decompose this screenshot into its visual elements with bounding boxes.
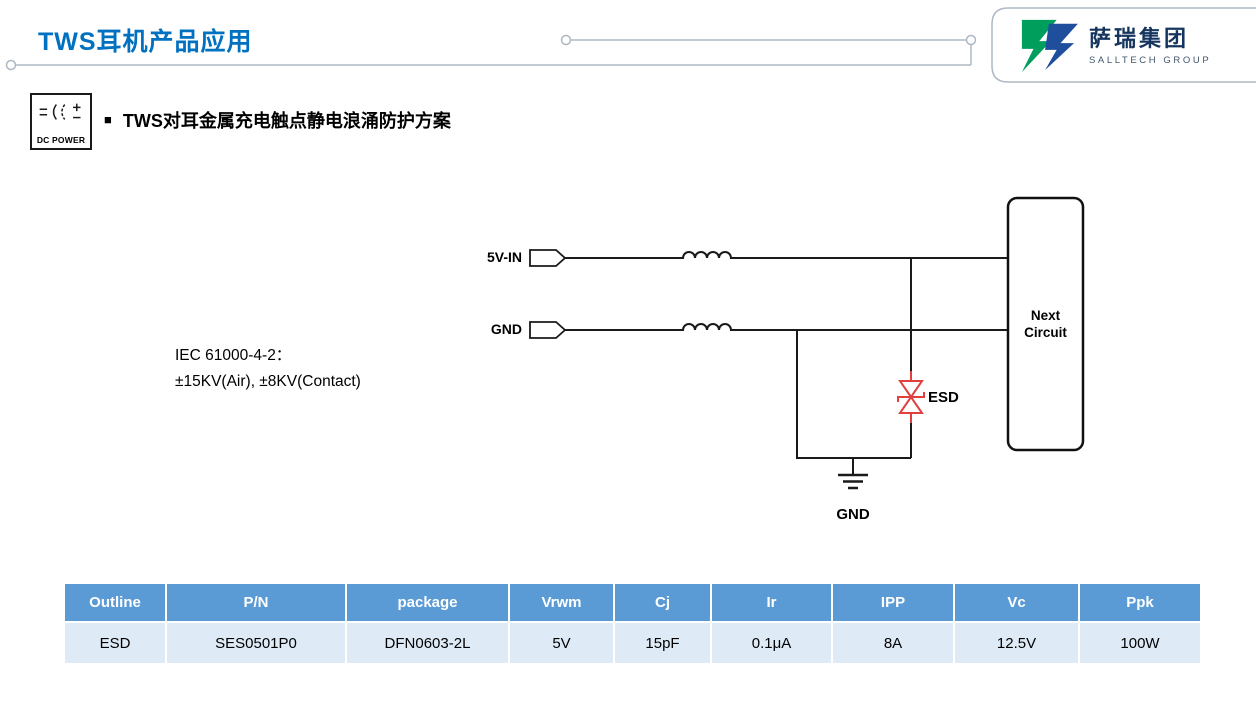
dc-power-icon (39, 103, 81, 120)
label-gnd-bottom: GND (836, 506, 870, 523)
cell-ir: 0.1μA (710, 621, 833, 665)
col-header-ppk: Ppk (1078, 582, 1202, 623)
col-header-cj: Cj (613, 582, 712, 623)
label-5v-in: 5V-IN (486, 249, 522, 265)
next-circuit-line2: Circuit (1024, 325, 1067, 340)
page-title: TWS耳机产品应用 (38, 28, 253, 56)
iec-rating-note: IEC 61000-4-2： ±15KV(Air), ±8KV(Contact) (175, 343, 361, 395)
table-row: ESD SES0501P0 DFN0603-2L 5V 15pF 0.1μA 8… (63, 621, 1202, 665)
col-header-outline: Outline (63, 582, 167, 623)
logo-company-subtitle: SALLTECH GROUP (1089, 55, 1212, 66)
cell-pn: SES0501P0 (165, 621, 347, 665)
next-circuit-box (1006, 196, 1085, 452)
cell-vrwm: 5V (508, 621, 615, 665)
cell-vc: 12.5V (953, 621, 1080, 665)
section-heading-text: TWS对耳金属充电触点静电浪涌防护方案 (122, 111, 451, 131)
col-header-vc: Vc (953, 582, 1080, 623)
bullet-square-icon: ■ (104, 112, 112, 127)
cell-outline: ESD (63, 621, 167, 665)
table-header-row: Outline P/N package Vrwm Cj Ir IPP Vc Pp… (63, 582, 1202, 623)
label-gnd-input: GND (490, 321, 522, 337)
salltech-logo-icon (1021, 19, 1078, 73)
label-esd: ESD (928, 389, 959, 406)
iec-levels-line: ±15KV(Air), ±8KV(Contact) (175, 373, 361, 390)
cell-ipp: 8A (831, 621, 955, 665)
logo-company-name: 萨瑞集团 (1089, 26, 1190, 51)
ground-symbol (838, 473, 868, 490)
logo-text: 萨瑞集团 SALLTECH GROUP (1089, 26, 1211, 66)
tvs-diode-symbol (897, 371, 925, 423)
wire-gnd-with-inductor (565, 323, 1008, 331)
input-pad-5v-icon (529, 249, 567, 267)
deco-node-circle (965, 34, 977, 46)
iec-standard-line: IEC 61000-4-2： (175, 347, 292, 364)
deco-node-circle (5, 59, 17, 71)
circuit-schematic (529, 196, 1085, 490)
col-header-ir: Ir (710, 582, 833, 623)
cell-package: DFN0603-2L (345, 621, 510, 665)
logo-blue-shape (1045, 23, 1078, 71)
cell-ppk: 100W (1078, 621, 1202, 665)
dc-power-badge: DC POWER (30, 93, 92, 150)
col-header-vrwm: Vrwm (508, 582, 615, 623)
section-heading: ■ TWS对耳金属充电触点静电浪涌防护方案 (104, 107, 451, 133)
cell-cj: 15pF (613, 621, 712, 665)
col-header-ipp: IPP (831, 582, 955, 623)
circuit-diagram: 5V-IN GND ESD GND Next Circuit (440, 185, 1120, 545)
next-circuit-line1: Next (1030, 308, 1061, 323)
wire-5v-with-inductor (565, 251, 1008, 259)
wire-gnd-return (796, 330, 911, 459)
col-header-package: package (345, 582, 510, 623)
logo-green-shape (1021, 19, 1057, 73)
input-pad-gnd-icon (529, 321, 567, 339)
deco-node-circle (560, 34, 572, 46)
company-logo: 萨瑞集团 SALLTECH GROUP (1014, 18, 1211, 74)
spec-table: Outline P/N package Vrwm Cj Ir IPP Vc Pp… (63, 582, 1202, 665)
dc-power-label: DC POWER (36, 135, 86, 145)
col-header-pn: P/N (165, 582, 347, 623)
next-circuit-label: Next Circuit (1008, 198, 1083, 450)
